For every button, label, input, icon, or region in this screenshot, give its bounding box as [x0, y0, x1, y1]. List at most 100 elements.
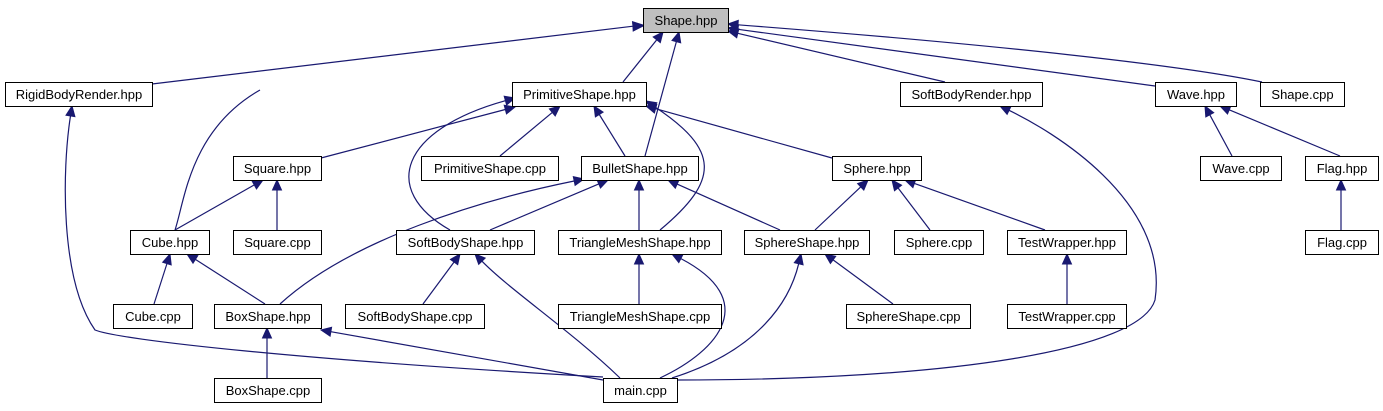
node-box	[558, 230, 722, 255]
edge-flag_hpp-to-wave_hpp	[1218, 105, 1341, 157]
node-trianglemeshshape-hpp[interactable]: TriangleMeshShape.hpp	[558, 230, 722, 255]
node-label: SoftBodyShape.cpp	[358, 309, 473, 324]
edge-line	[914, 182, 1046, 231]
node-sphere-hpp[interactable]: Sphere.hpp	[832, 156, 922, 181]
edge-sphereshape_hpp-to-bulletshape_hpp	[666, 179, 781, 231]
edge-primitiveshape_hpp-to-shape_hpp	[622, 31, 664, 83]
edge-line	[153, 263, 168, 305]
edge-arrowhead	[271, 178, 283, 191]
edge-primitiveshape_cpp-to-primitiveshape_hpp	[499, 105, 561, 157]
node-box	[1007, 304, 1127, 329]
node-boxshape-cpp[interactable]: BoxShape.cpp	[214, 378, 322, 403]
node-label: SoftBodyShape.hpp	[408, 235, 524, 250]
node-softbodyrender-hpp[interactable]: SoftBodyRender.hpp	[900, 82, 1043, 107]
edge-arrowhead	[726, 19, 739, 31]
node-box	[5, 82, 153, 107]
node-primitiveshape-cpp[interactable]: PrimitiveShape.cpp	[421, 156, 559, 181]
edge-softbodyshape_cpp-to-softbodyshape_hpp	[422, 253, 461, 305]
edge-bulletshape_hpp-to-shape_hpp	[644, 30, 682, 157]
node-primitiveshape-hpp[interactable]: PrimitiveShape.hpp	[512, 82, 647, 107]
edge-arrowhead	[793, 252, 804, 266]
edge-sphereshape_cpp-to-sphereshape_hpp	[824, 253, 894, 305]
edge-testwrapper_cpp-to-testwrapper_hpp	[1061, 252, 1073, 304]
edge-bulletshape_hpp-to-primitiveshape_hpp	[593, 104, 626, 157]
node-square-cpp[interactable]: Square.cpp	[233, 230, 322, 255]
edge-shape_cpp-to-shape_hpp	[726, 19, 1263, 83]
node-boxshape-hpp[interactable]: BoxShape.hpp	[214, 304, 322, 329]
edge-sphere_hpp-to-primitiveshape_hpp	[644, 103, 833, 159]
node-box	[113, 304, 193, 329]
edge-arrowhead	[891, 179, 903, 192]
edge-line	[499, 111, 553, 157]
node-label: Wave.hpp	[1167, 87, 1225, 102]
node-label: Flag.cpp	[1317, 235, 1367, 250]
node-box	[894, 230, 984, 255]
node-trianglemeshshape-cpp[interactable]: TriangleMeshShape.cpp	[558, 304, 722, 329]
edge-rigidbodyrender_hpp-to-shape_hpp	[151, 20, 645, 85]
node-label: main.cpp	[614, 383, 667, 398]
edge-line	[644, 41, 677, 157]
edge-arrowhead	[548, 105, 561, 117]
node-label: Shape.cpp	[1271, 87, 1333, 102]
node-label: Square.hpp	[244, 161, 311, 176]
edge-arrowhead	[633, 178, 645, 191]
edge-arrowhead	[474, 253, 487, 266]
node-flag-hpp[interactable]: Flag.hpp	[1305, 156, 1379, 181]
edge-line	[655, 108, 833, 159]
edge-square_cpp-to-square_hpp	[271, 178, 283, 230]
node-softbodyshape-hpp[interactable]: SoftBodyShape.hpp	[396, 230, 535, 255]
node-testwrapper-hpp[interactable]: TestWrapper.hpp	[1007, 230, 1127, 255]
edge-arrowhead	[1204, 104, 1215, 118]
node-main-cpp[interactable]: main.cpp	[603, 378, 678, 403]
edge-line	[330, 331, 604, 381]
edge-sphereshape_hpp-to-sphere_hpp	[814, 179, 869, 231]
edge-line	[64, 115, 604, 378]
edge-arrowhead	[1335, 178, 1347, 191]
node-box	[233, 156, 322, 181]
node-softbodyshape-cpp[interactable]: SoftBodyShape.cpp	[345, 304, 485, 329]
node-flag-cpp[interactable]: Flag.cpp	[1305, 230, 1379, 255]
edge-line	[737, 32, 946, 83]
node-label: BulletShape.hpp	[592, 161, 687, 176]
edge-line	[174, 89, 261, 231]
edge-arrowhead	[633, 252, 645, 265]
edge-arrowhead	[1061, 252, 1073, 265]
node-shape-hpp[interactable]: Shape.hpp	[643, 8, 729, 33]
node-cube-hpp[interactable]: Cube.hpp	[130, 230, 210, 255]
edge-arrowhead	[261, 326, 273, 339]
node-cube-cpp[interactable]: Cube.cpp	[113, 304, 193, 329]
node-box	[1200, 156, 1282, 181]
node-box	[1260, 82, 1345, 107]
node-wave-hpp[interactable]: Wave.hpp	[1155, 82, 1237, 107]
node-label: BoxShape.hpp	[225, 309, 310, 324]
node-bulletshape-hpp[interactable]: BulletShape.hpp	[581, 156, 699, 181]
edge-arrowhead	[65, 104, 76, 118]
node-sphere-cpp[interactable]: Sphere.cpp	[894, 230, 984, 255]
node-label: TestWrapper.cpp	[1018, 309, 1115, 324]
node-box	[744, 230, 870, 255]
node-wave-cpp[interactable]: Wave.cpp	[1200, 156, 1282, 181]
node-box	[130, 230, 210, 255]
edge-arrowhead	[593, 104, 605, 118]
node-box	[345, 304, 485, 329]
edge-line	[622, 39, 658, 83]
edge-line	[1209, 114, 1233, 157]
node-label: BoxShape.cpp	[226, 383, 311, 398]
edge-line	[653, 105, 705, 231]
edge-trianglemeshshape_cpp-to-trianglemeshshape_hpp	[633, 252, 645, 304]
edge-main_cpp-to-boxshape_hpp	[319, 326, 604, 381]
node-shape-cpp[interactable]: Shape.cpp	[1260, 82, 1345, 107]
node-rigidbodyrender-hpp[interactable]: RigidBodyRender.hpp	[5, 82, 153, 107]
node-square-hpp[interactable]: Square.hpp	[233, 156, 322, 181]
edge-testwrapper_hpp-to-sphere_hpp	[903, 178, 1046, 231]
node-label: SoftBodyRender.hpp	[912, 87, 1032, 102]
node-label: Square.cpp	[244, 235, 311, 250]
node-label: Sphere.cpp	[906, 235, 973, 250]
node-sphereshape-hpp[interactable]: SphereShape.hpp	[744, 230, 870, 255]
node-testwrapper-cpp[interactable]: TestWrapper.cpp	[1007, 304, 1127, 329]
node-sphereshape-cpp[interactable]: SphereShape.cpp	[846, 304, 971, 329]
edge-line	[814, 186, 862, 231]
node-label: TriangleMeshShape.cpp	[570, 309, 710, 324]
edge-line	[320, 108, 506, 159]
